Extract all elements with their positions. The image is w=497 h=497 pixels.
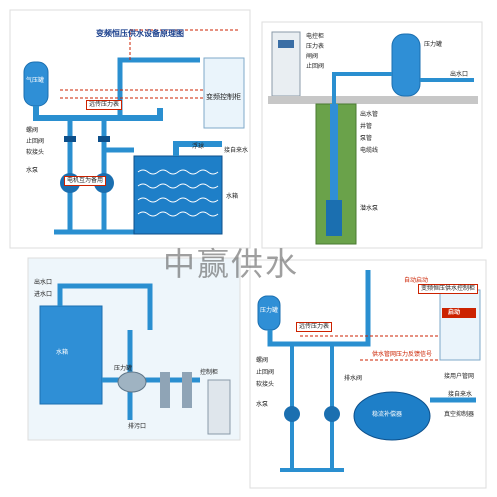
panel1-suction-pipe: [101, 147, 134, 232]
panel1-reservoir-label: 水箱: [226, 193, 239, 200]
panel1-signal-line-2: [129, 29, 240, 60]
panel2-submersible-pump: [326, 200, 342, 236]
panel3-pressure-tank: [117, 371, 147, 393]
panel2-pressure-tank: [391, 33, 421, 97]
panel2-label-4: 止回阀: [306, 63, 325, 70]
panel4-pressure-note: 供水管网压力反馈信号: [372, 351, 433, 358]
panel4-valve-label-2: 止回阀: [256, 369, 275, 376]
panel2-label-11: 出水口: [450, 71, 469, 78]
panel4-gauge-label: 远传压力表: [296, 322, 333, 332]
panel4-start-button-shape: [442, 308, 476, 318]
panel3-tank: [39, 305, 103, 405]
panel3-equipment: [27, 257, 241, 441]
panel1-schematic: [9, 9, 251, 249]
panel1-pressure-tank: [23, 61, 49, 107]
panel1-valve-label-2: 止回阀: [26, 138, 45, 145]
panel3-label-6: 水箱: [56, 349, 69, 356]
panel1-main-pipe: [33, 106, 163, 121]
panel3-label-3: 压力罐: [114, 365, 133, 372]
panel1-valve-label-1: 螺阀: [26, 127, 39, 134]
panel2-label-10: 压力罐: [424, 41, 443, 48]
panel4-signal-line: [300, 335, 440, 361]
panel4-steady-tank-label: 稳流补偿器: [372, 411, 403, 418]
panel2-label-1: 电控柜: [306, 33, 325, 40]
panel3-pump-2: [182, 372, 192, 408]
panel4-auto-label: 自动启动: [404, 277, 429, 284]
panel2-label-9: 潜水泵: [360, 205, 379, 212]
panel4-steady-tank: [353, 391, 431, 441]
panel4-main-pipe: [267, 270, 371, 347]
panel3-control-cabinet: [207, 379, 231, 435]
panel1-tank-label: 气压罐: [26, 77, 45, 84]
panel1-valve-1: [64, 136, 76, 142]
panel2-label-3: 闸阀: [306, 53, 319, 60]
panel1-top-pipe: [117, 57, 200, 118]
panel4-inlet-label: 接自来水: [448, 391, 473, 398]
panel4-valve-label-3: 软接头: [256, 381, 275, 388]
panel1-water-waves: [137, 169, 219, 217]
panel3-label-2: 进水口: [34, 291, 53, 298]
panel1-pump-note: 电机互为备用: [64, 176, 107, 186]
watermark-text: 中赢供水: [163, 245, 300, 283]
panel1-gauge-label: 远传压力表: [86, 100, 123, 110]
panel4-pump-1: [284, 406, 300, 422]
panel1-signal-line: [60, 89, 204, 99]
panel1-valve-label-3: 软接头: [26, 149, 45, 156]
panel2-label-8: 电缆线: [360, 147, 379, 154]
panel1-valve-label-4: 水泵: [26, 167, 39, 174]
panel2-label-5: 出水管: [360, 111, 379, 118]
panel2-outlet-pipe: [332, 72, 474, 104]
panel1-title: 变频恒压供水设备原理图: [96, 29, 184, 38]
panel2-label-2: 压力表: [306, 43, 325, 50]
panel2-well-pump: [261, 21, 483, 249]
panel4-schematic: [249, 259, 487, 489]
panel4-valve-label-4: 水泵: [256, 401, 269, 408]
panel2-control-cabinet: [271, 31, 301, 97]
panel1-inlet-label: 接自来水: [224, 147, 249, 154]
panel4-cabinet-title: 变频恒压供水控制柜: [418, 284, 479, 294]
panel3-pump-1: [160, 372, 170, 408]
panel1-water-tank: [133, 155, 223, 235]
panel1-valve-2: [98, 136, 110, 142]
panel2-well-pipe: [330, 104, 338, 236]
panel3-label-1: 出水口: [34, 279, 53, 286]
panel2-label-7: 泵管: [360, 135, 373, 142]
panel4-discharge-label: 排水阀: [344, 375, 363, 382]
panel1-cabinet-label: 变频控制柜: [206, 93, 241, 101]
panel2-ground: [268, 96, 478, 104]
panel1-float-pipe: [173, 141, 222, 156]
panel4-start-label: 启动: [448, 309, 461, 316]
panel4-pipe-label: 接用户管网: [444, 373, 475, 380]
panel1-control-cabinet: [203, 57, 245, 129]
panel4-pump-2: [324, 406, 340, 422]
panel4-control-cabinet: [439, 289, 481, 361]
panel2-label-6: 井管: [360, 123, 373, 130]
panel4-valve-label-1: 螺阀: [256, 357, 269, 364]
panel4-float-label: 真空抑制器: [444, 411, 475, 418]
panel3-label-5: 排污口: [128, 423, 147, 430]
panel3-label-4: 控制柜: [200, 369, 219, 376]
panel4-tank-label: 压力罐: [260, 307, 279, 314]
panel1-float-label: 浮球: [192, 143, 205, 150]
